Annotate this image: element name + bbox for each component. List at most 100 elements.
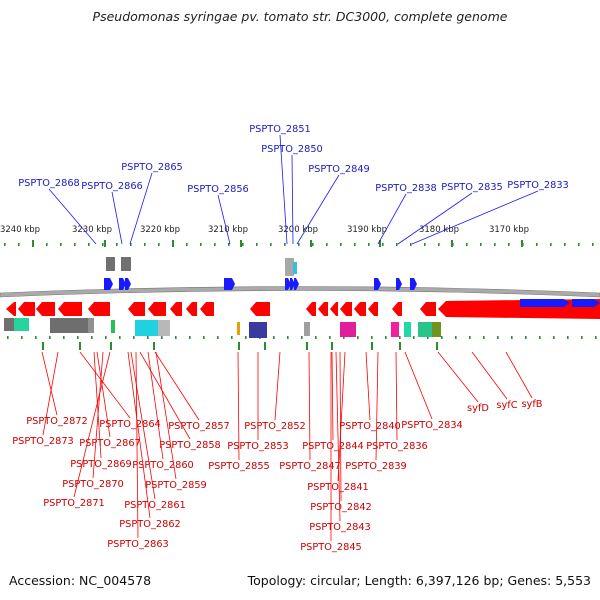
bottom-scale-tick (273, 336, 275, 339)
reverse-leader-line (471, 351, 508, 400)
scale-label: 3190 kbp (347, 225, 387, 235)
top-scale-tick (564, 243, 566, 246)
feature-box (4, 318, 14, 331)
forward-gene-label: PSPTO_2835 (441, 182, 503, 193)
feature-box (14, 318, 29, 331)
top-scale-tick (550, 243, 552, 246)
reverse-gene-arrow (18, 302, 35, 316)
reverse-gene-arrow (186, 302, 197, 316)
genome-backbone (0, 286, 600, 298)
top-scale-tick (494, 243, 496, 246)
reverse-gene-arrow (420, 302, 436, 316)
top-scale-tick (270, 243, 272, 246)
reverse-leader-line (237, 351, 240, 461)
forward-gene-arrow (374, 278, 381, 290)
forward-gene-arrow (285, 278, 291, 290)
top-scale-tick (60, 243, 62, 246)
forward-gene-label: PSPTO_2866 (81, 181, 143, 192)
feature-box (111, 320, 115, 333)
top-scale-tick (354, 243, 356, 246)
major-scale-tick (451, 240, 453, 247)
forward-gene-label: PSPTO_2838 (375, 183, 437, 194)
reverse-gene-label: PSPTO_2841 (307, 482, 369, 493)
reverse-gene-label: PSPTO_2871 (43, 498, 105, 509)
forward-leader-line (279, 134, 288, 245)
major-scale-tick (521, 240, 523, 247)
forward-leader-line (411, 190, 539, 245)
feature-box (432, 322, 441, 337)
reverse-leader-line (135, 351, 139, 539)
major-scale-tick (79, 342, 81, 350)
reverse-gene-label: PSPTO_2842 (310, 502, 372, 513)
reverse-gene-label: PSPTO_2843 (309, 522, 371, 533)
forward-gene-label: PSPTO_2849 (308, 164, 370, 175)
top-scale-tick (144, 243, 146, 246)
reverse-leader-line (308, 351, 311, 461)
reverse-leader-line (130, 351, 156, 500)
reverse-gene-label: PSPTO_2834 (401, 420, 463, 431)
top-scale-tick (4, 243, 6, 246)
forward-gene-label: PSPTO_2851 (249, 124, 311, 135)
feature-box (418, 322, 433, 337)
top-scale-tick (214, 243, 216, 246)
bottom-scale-tick (399, 336, 401, 339)
feature-box (88, 318, 94, 333)
bottom-scale-tick (371, 336, 373, 339)
reverse-leader-line (404, 351, 433, 420)
major-scale-tick (371, 342, 373, 350)
forward-leader-line (377, 193, 407, 245)
scale-label: 3210 kbp (208, 225, 248, 235)
genome-title: Pseudomonas syringae pv. tomato str. DC3… (92, 9, 508, 24)
top-scale-tick (18, 243, 20, 246)
forward-gene-arrow (290, 278, 295, 290)
reverse-gene-arrow (58, 302, 82, 316)
forward-leader-line (397, 192, 473, 245)
feature-box (304, 322, 310, 336)
forward-gene-arrow (224, 278, 235, 290)
forward-leader-line (217, 194, 231, 245)
bottom-scale-tick (133, 336, 135, 339)
bottom-scale-tick (301, 336, 303, 339)
bottom-scale-tick (35, 336, 37, 339)
reverse-gene-label: PSPTO_2859 (145, 480, 207, 491)
reverse-gene-arrow (306, 302, 316, 316)
major-scale-tick (399, 342, 401, 350)
top-scale-tick (88, 243, 90, 246)
top-scale-tick (130, 243, 132, 246)
top-scale-tick (74, 243, 76, 246)
reverse-gene-label: PSPTO_2867 (79, 438, 141, 449)
bottom-scale-tick (105, 336, 107, 339)
forward-gene-label: PSPTO_2833 (507, 180, 569, 191)
major-scale-tick (153, 342, 155, 350)
reverse-gene-arrow (368, 302, 378, 316)
reverse-gene-label: PSPTO_2852 (244, 421, 306, 432)
top-scale-tick (102, 243, 104, 246)
scale-label: 3220 kbp (140, 225, 180, 235)
forward-leader-line (291, 154, 294, 245)
feature-box (293, 262, 297, 274)
bottom-scale-tick (427, 336, 429, 339)
forward-gene-arrow (119, 278, 126, 290)
reverse-leader-line (127, 351, 151, 519)
bottom-scale-tick (77, 336, 79, 339)
reverse-gene-arrow (200, 302, 214, 316)
reverse-gene-label: PSPTO_2869 (70, 459, 132, 470)
reverse-gene-label: syfB (521, 399, 542, 410)
bottom-scale-tick (7, 336, 9, 339)
reverse-gene-label: PSPTO_2844 (302, 441, 364, 452)
feature-box (121, 257, 131, 271)
reverse-gene-label: PSPTO_2864 (99, 419, 161, 430)
reverse-leader-line (93, 351, 102, 459)
reverse-gene-arrow (6, 302, 16, 316)
feature-box (50, 318, 88, 333)
bottom-scale-tick (595, 336, 597, 339)
bottom-scale-tick (413, 336, 415, 339)
reverse-leader-line (437, 351, 479, 403)
forward-gene-label: PSPTO_2868 (18, 178, 80, 189)
top-scale-tick (438, 243, 440, 246)
major-scale-tick (32, 240, 34, 247)
top-scale-tick (578, 243, 580, 246)
top-scale-tick (340, 243, 342, 246)
reverse-leader-line (335, 351, 341, 522)
